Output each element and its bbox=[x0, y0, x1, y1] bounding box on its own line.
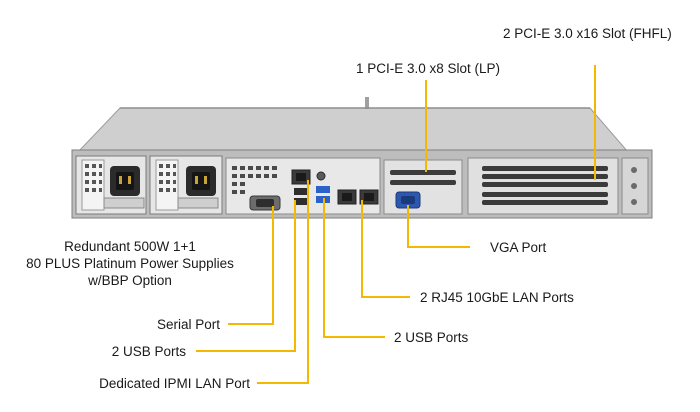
callout-line-vga bbox=[407, 205, 470, 248]
callout-lines bbox=[196, 65, 596, 384]
io-vent bbox=[232, 166, 277, 194]
label-power-supplies: Redundant 500W 1+1 80 PLUS Platinum Powe… bbox=[12, 238, 248, 289]
chassis-antenna bbox=[365, 97, 369, 109]
ipmi-lan-port bbox=[291, 169, 311, 185]
label-ipmi-lan: Dedicated IPMI LAN Port bbox=[99, 376, 250, 391]
label-lan-10gbe: 2 RJ45 10GbE LAN Ports bbox=[420, 290, 574, 305]
chassis-top bbox=[76, 107, 630, 153]
label-serial-port: Serial Port bbox=[156, 317, 220, 332]
power-supply-1 bbox=[75, 155, 147, 215]
callout-line-usb-left bbox=[196, 200, 296, 352]
usb-ports-left bbox=[294, 188, 308, 205]
pcie-x16-slot-vents bbox=[482, 166, 608, 205]
label-vga-port: VGA Port bbox=[490, 240, 547, 255]
callout-line-ipmi bbox=[257, 180, 309, 384]
power-supply-2 bbox=[149, 155, 223, 215]
label-usb-left: 2 USB Ports bbox=[111, 344, 186, 359]
label-psu-line-1: Redundant 500W 1+1 bbox=[64, 239, 196, 254]
lan-10gbe-ports bbox=[337, 189, 379, 205]
psu-handle-2 bbox=[177, 197, 219, 209]
label-psu-line-2: 80 PLUS Platinum Power Supplies bbox=[26, 256, 234, 271]
serial-port bbox=[249, 195, 281, 211]
label-pcie-x16: 2 PCI-E 3.0 x16 Slot (FHFL) bbox=[503, 26, 672, 41]
pcie-x8-slot-vents bbox=[390, 170, 456, 185]
label-usb-right: 2 USB Ports bbox=[394, 330, 469, 345]
callout-line-usb-right bbox=[323, 198, 385, 338]
vga-port bbox=[395, 191, 421, 209]
psu-handle-1 bbox=[103, 197, 145, 209]
uid-button bbox=[316, 171, 326, 181]
label-psu-line-3: w/BBP Option bbox=[88, 273, 172, 288]
callout-line-lan-10g bbox=[361, 200, 410, 298]
label-pcie-x8: 1 PCI-E 3.0 x8 Slot (LP) bbox=[356, 61, 501, 76]
callout-line-serial bbox=[228, 206, 274, 325]
